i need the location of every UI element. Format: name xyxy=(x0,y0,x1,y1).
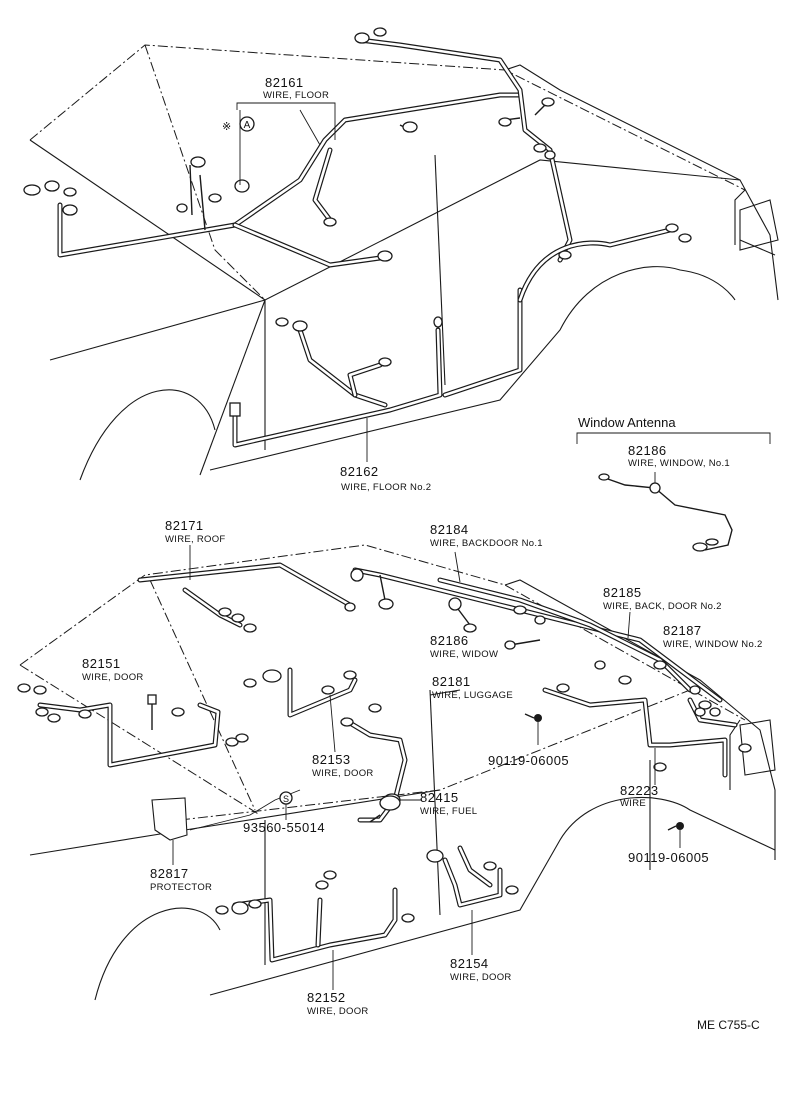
part-number: 82181 xyxy=(432,674,471,689)
callout-82415: 82415 WIRE, FUEL xyxy=(420,790,477,817)
luggage-harness-82181-82223 xyxy=(429,683,752,848)
part-number: 82184 xyxy=(430,522,469,537)
part-description: WIRE, DOOR xyxy=(307,1006,369,1017)
callout-82153: 82153 WIRE, DOOR xyxy=(312,752,374,779)
part-number: 82162 xyxy=(340,464,379,479)
protector-82817: S xyxy=(151,789,301,865)
callout-82171: 82171 WIRE, ROOF xyxy=(165,518,226,545)
callout-82185: 82185 WIRE, BACK, DOOR No.2 xyxy=(603,585,722,612)
part-description: PROTECTOR xyxy=(150,882,212,893)
part-description: WIRE, FUEL xyxy=(420,806,477,817)
part-description: WIRE, WIDOW xyxy=(430,649,498,660)
callout-82151: 82151 WIRE, DOOR xyxy=(82,656,144,683)
part-number: 82154 xyxy=(450,956,489,971)
floor-harness-82162 xyxy=(229,223,692,462)
part-number: 82153 xyxy=(312,752,351,767)
window-antenna-title: Window Antenna xyxy=(578,415,676,430)
callout-90119-upper: 90119-06005 xyxy=(488,753,569,768)
part-number: 82152 xyxy=(307,990,346,1005)
callout-82154: 82154 WIRE, DOOR xyxy=(450,956,512,983)
window-antenna-group: Window Antenna xyxy=(576,415,771,552)
part-number: 82186 xyxy=(628,443,667,458)
part-description: WIRE, FLOOR xyxy=(263,90,329,101)
part-number: 82187 xyxy=(663,623,702,638)
part-number: 93560-55014 xyxy=(243,820,325,835)
callout-82181: 82181 WIRE, LUGGAGE xyxy=(432,674,513,701)
circle-a-letter: A xyxy=(244,120,251,131)
top-car-body xyxy=(29,44,779,481)
asterisk-marker: ※ xyxy=(222,121,231,133)
callout-82187: 82187 WIRE, WINDOW No.2 xyxy=(663,623,763,650)
bottom-car-body xyxy=(19,544,776,1001)
circle-s-letter: S xyxy=(283,794,289,804)
part-number: 82415 xyxy=(420,790,459,805)
callout-82152: 82152 WIRE, DOOR xyxy=(307,990,369,1017)
callout-82161: 82161 WIRE, FLOOR xyxy=(263,75,329,101)
callout-93560: 93560-55014 xyxy=(243,820,325,835)
part-number: 82171 xyxy=(165,518,204,533)
part-number: 90119-06005 xyxy=(488,753,569,768)
part-number: 90119-06005 xyxy=(628,850,709,865)
callout-82186-window-no1: 82186 WIRE, WINDOW, No.1 xyxy=(628,443,730,469)
part-description: WIRE, DOOR xyxy=(450,972,512,983)
callout-82186-widow: 82186 WIRE, WIDOW xyxy=(430,633,498,660)
part-description: WIRE, DOOR xyxy=(312,768,374,779)
part-number: 82161 xyxy=(265,75,304,90)
part-description: WIRE, DOOR xyxy=(82,672,144,683)
door-harness-82152 xyxy=(215,870,415,990)
part-description: WIRE, ROOF xyxy=(165,534,226,545)
diagram-code: ME C755-C xyxy=(697,1018,760,1032)
part-description: WIRE, WINDOW No.2 xyxy=(663,639,763,650)
part-description: WIRE, BACK, DOOR No.2 xyxy=(603,601,722,612)
leader-82161 xyxy=(236,102,336,110)
callout-82223: 82223 WIRE xyxy=(620,783,659,809)
door-harness-82154 xyxy=(426,845,519,955)
callout-82184: 82184 WIRE, BACKDOOR No.1 xyxy=(430,522,543,549)
roof-harness-82171 xyxy=(137,545,356,633)
part-number: 82186 xyxy=(430,633,469,648)
part-description: WIRE, BACKDOOR No.1 xyxy=(430,538,543,549)
callout-90119-lower: 90119-06005 xyxy=(628,850,709,865)
part-number: 82817 xyxy=(150,866,189,881)
part-description: WIRE xyxy=(620,798,646,809)
part-description: WIRE, WINDOW, No.1 xyxy=(628,458,730,469)
part-number: 82185 xyxy=(603,585,642,600)
floor-harness-82161 xyxy=(23,27,573,268)
part-number: 82151 xyxy=(82,656,121,671)
backdoor-harness-82184-82185 xyxy=(350,551,723,717)
circle-a-marker xyxy=(239,116,255,132)
part-description: WIRE, LUGGAGE xyxy=(432,690,513,701)
callout-82817: 82817 PROTECTOR xyxy=(150,866,212,893)
door-harness-82151 xyxy=(17,678,257,768)
fuel-harness-82415 xyxy=(369,795,422,823)
part-description: WIRE, FLOOR No.2 xyxy=(341,482,431,493)
callout-82162: 82162 WIRE, FLOOR No.2 xyxy=(340,464,431,493)
part-number: 82223 xyxy=(620,783,659,798)
